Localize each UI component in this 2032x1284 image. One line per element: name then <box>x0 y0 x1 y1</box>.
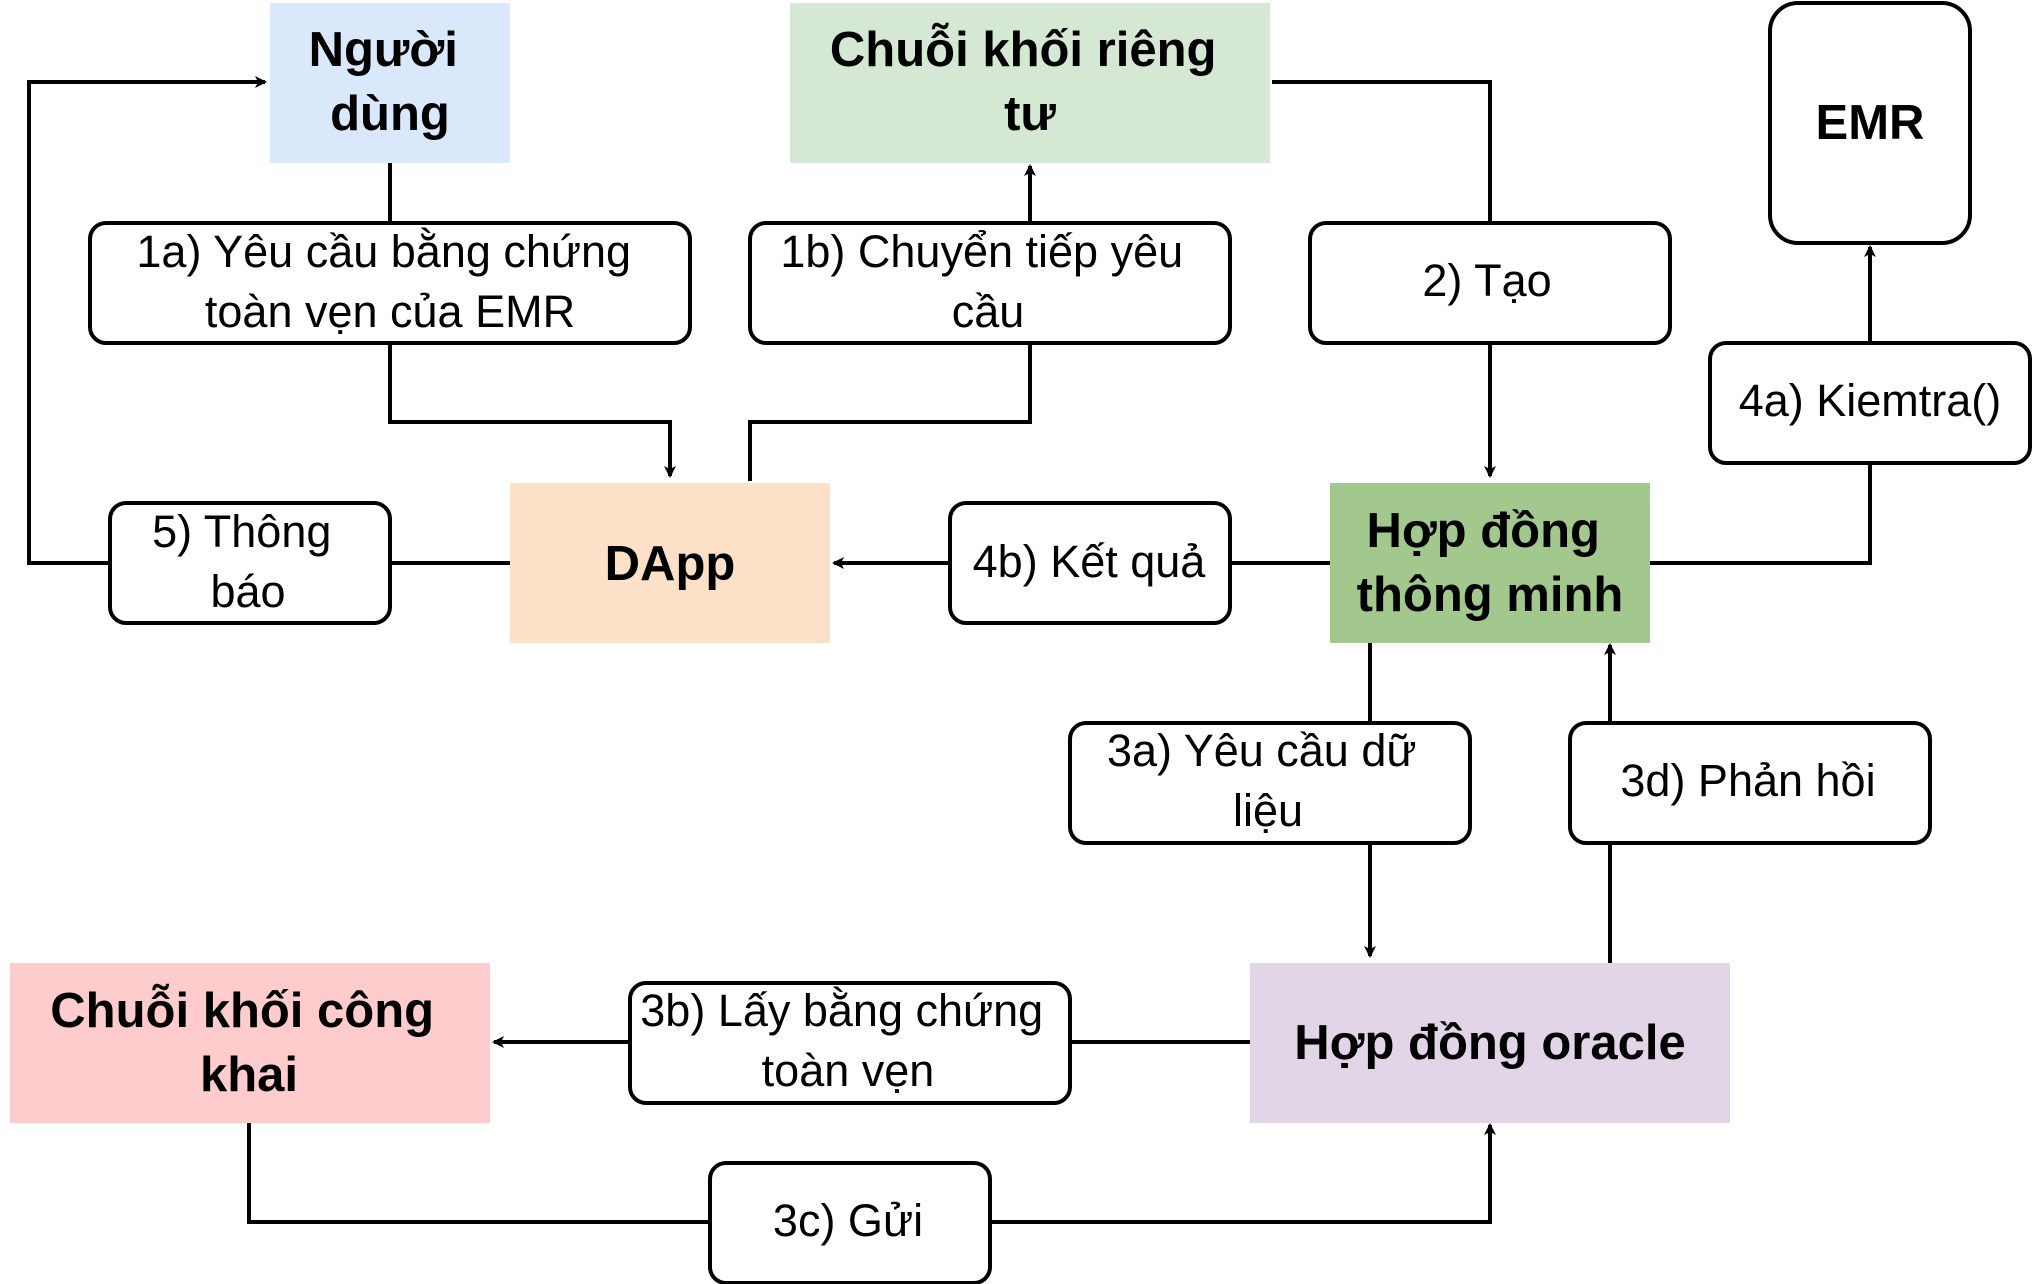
label-2-box <box>1308 221 1672 345</box>
edge-labels: 1a) Yêu cầu bằng chứng toàn vẹn của EMR … <box>88 221 2032 1284</box>
label-2-line: 2) Tạo <box>1422 255 1551 306</box>
nodes: Người dùng Chuỗi khối riêng tư EMR DApp <box>10 1 1972 1123</box>
node-user-line: dùng <box>330 87 450 141</box>
label-5-box <box>108 501 392 625</box>
label-1b: 1b) Chuyển tiếp yêu cầu <box>748 221 1232 345</box>
label-3d: 3d) Phản hồi <box>1568 721 1932 845</box>
label-5-line: báo <box>210 566 285 617</box>
label-3a-text: 3a) Yêu cầu dữ liệu <box>1107 725 1429 836</box>
label-1a-box <box>88 221 692 345</box>
node-user-line: Người <box>309 23 458 77</box>
node-user-text: Người dùng <box>309 23 472 141</box>
node-private-chain-box <box>790 3 1270 163</box>
node-oracle-contract: Hợp đồng oracle <box>1250 963 1730 1123</box>
label-5-line: 5) Thông <box>152 506 331 557</box>
label-3d-box <box>1568 721 1932 845</box>
label-1a-line: 1a) Yêu cầu bằng chứng <box>136 226 631 277</box>
label-3c-box <box>708 1161 992 1284</box>
label-3a-box <box>1068 721 1472 845</box>
node-smart-contract-line: Hợp đồng <box>1366 504 1600 558</box>
label-1b-text: 1b) Chuyển tiếp yêu cầu <box>780 226 1195 337</box>
node-emr-box <box>1768 1 1972 245</box>
node-user: Người dùng <box>270 3 510 163</box>
label-3c: 3c) Gửi <box>708 1161 992 1284</box>
label-3a: 3a) Yêu cầu dữ liệu <box>1068 721 1472 845</box>
label-4b-line: 4b) Kết quả <box>973 536 1207 587</box>
label-1a: 1a) Yêu cầu bằng chứng toàn vẹn của EMR <box>88 221 692 345</box>
label-4b-text: 4b) Kết quả <box>973 536 1207 587</box>
node-oracle-contract-text: Hợp đồng oracle <box>1294 1016 1685 1070</box>
node-private-chain: Chuỗi khối riêng tư <box>790 3 1270 163</box>
node-smart-contract-line: thông minh <box>1357 568 1624 622</box>
node-public-chain: Chuỗi khối công khai <box>10 963 490 1123</box>
label-2: 2) Tạo <box>1308 221 1672 345</box>
label-4a-line: 4a) Kiemtra() <box>1739 375 2002 426</box>
node-emr-line: EMR <box>1816 96 1925 150</box>
label-1b-line: cầu <box>952 286 1025 337</box>
label-3c-text: 3c) Gửi <box>773 1195 923 1246</box>
node-public-chain-line: Chuỗi khối công <box>50 984 434 1038</box>
node-private-chain-line: tư <box>1004 87 1056 141</box>
node-dapp: DApp <box>510 483 830 643</box>
node-private-chain-text: Chuỗi khối riêng tư <box>830 23 1230 141</box>
node-dapp-box <box>510 483 830 643</box>
node-smart-contract-box <box>1330 483 1650 643</box>
node-user-box <box>270 3 510 163</box>
label-3b: 3b) Lấy bằng chứng toàn vẹn <box>628 981 1072 1105</box>
node-emr: EMR <box>1768 1 1972 245</box>
label-4a: 4a) Kiemtra() <box>1708 341 2032 465</box>
label-5: 5) Thông báo <box>108 501 392 625</box>
label-1b-box <box>748 221 1232 345</box>
label-1b-line: 1b) Chuyển tiếp yêu <box>780 226 1183 277</box>
node-smart-contract: Hợp đồng thông minh <box>1330 483 1650 643</box>
label-3b-text: 3b) Lấy bằng chứng toàn vẹn <box>640 985 1055 1096</box>
label-3c-line: 3c) Gửi <box>773 1195 923 1246</box>
label-2-text: 2) Tạo <box>1422 255 1551 306</box>
node-dapp-text: DApp <box>605 537 736 591</box>
label-3b-line: toàn vẹn <box>762 1045 935 1096</box>
node-dapp-line: DApp <box>605 537 736 591</box>
node-private-chain-line: Chuỗi khối riêng <box>830 23 1217 77</box>
node-public-chain-box <box>10 963 490 1123</box>
node-public-chain-line: khai <box>200 1048 298 1102</box>
node-smart-contract-text: Hợp đồng thông minh <box>1357 504 1624 622</box>
label-3d-text: 3d) Phản hồi <box>1620 755 1875 806</box>
node-emr-text: EMR <box>1816 96 1925 150</box>
label-1a-text: 1a) Yêu cầu bằng chứng toàn vẹn của EMR <box>136 226 643 337</box>
label-4b-box <box>948 501 1232 625</box>
node-public-chain-text: Chuỗi khối công khai <box>50 984 447 1102</box>
label-4b: 4b) Kết quả <box>948 501 1232 625</box>
label-3b-box <box>628 981 1072 1105</box>
label-3b-line: 3b) Lấy bằng chứng <box>640 985 1043 1036</box>
label-1a-line: toàn vẹn của EMR <box>205 286 575 337</box>
label-4a-box <box>1708 341 2032 465</box>
label-5-text: 5) Thông báo <box>152 506 344 617</box>
label-3d-line: 3d) Phản hồi <box>1620 755 1875 806</box>
node-oracle-contract-box <box>1250 963 1730 1123</box>
node-oracle-contract-line: Hợp đồng oracle <box>1294 1016 1685 1070</box>
label-3a-line: liệu <box>1233 785 1303 836</box>
label-3a-line: 3a) Yêu cầu dữ <box>1107 725 1417 776</box>
label-4a-text: 4a) Kiemtra() <box>1739 375 2002 426</box>
